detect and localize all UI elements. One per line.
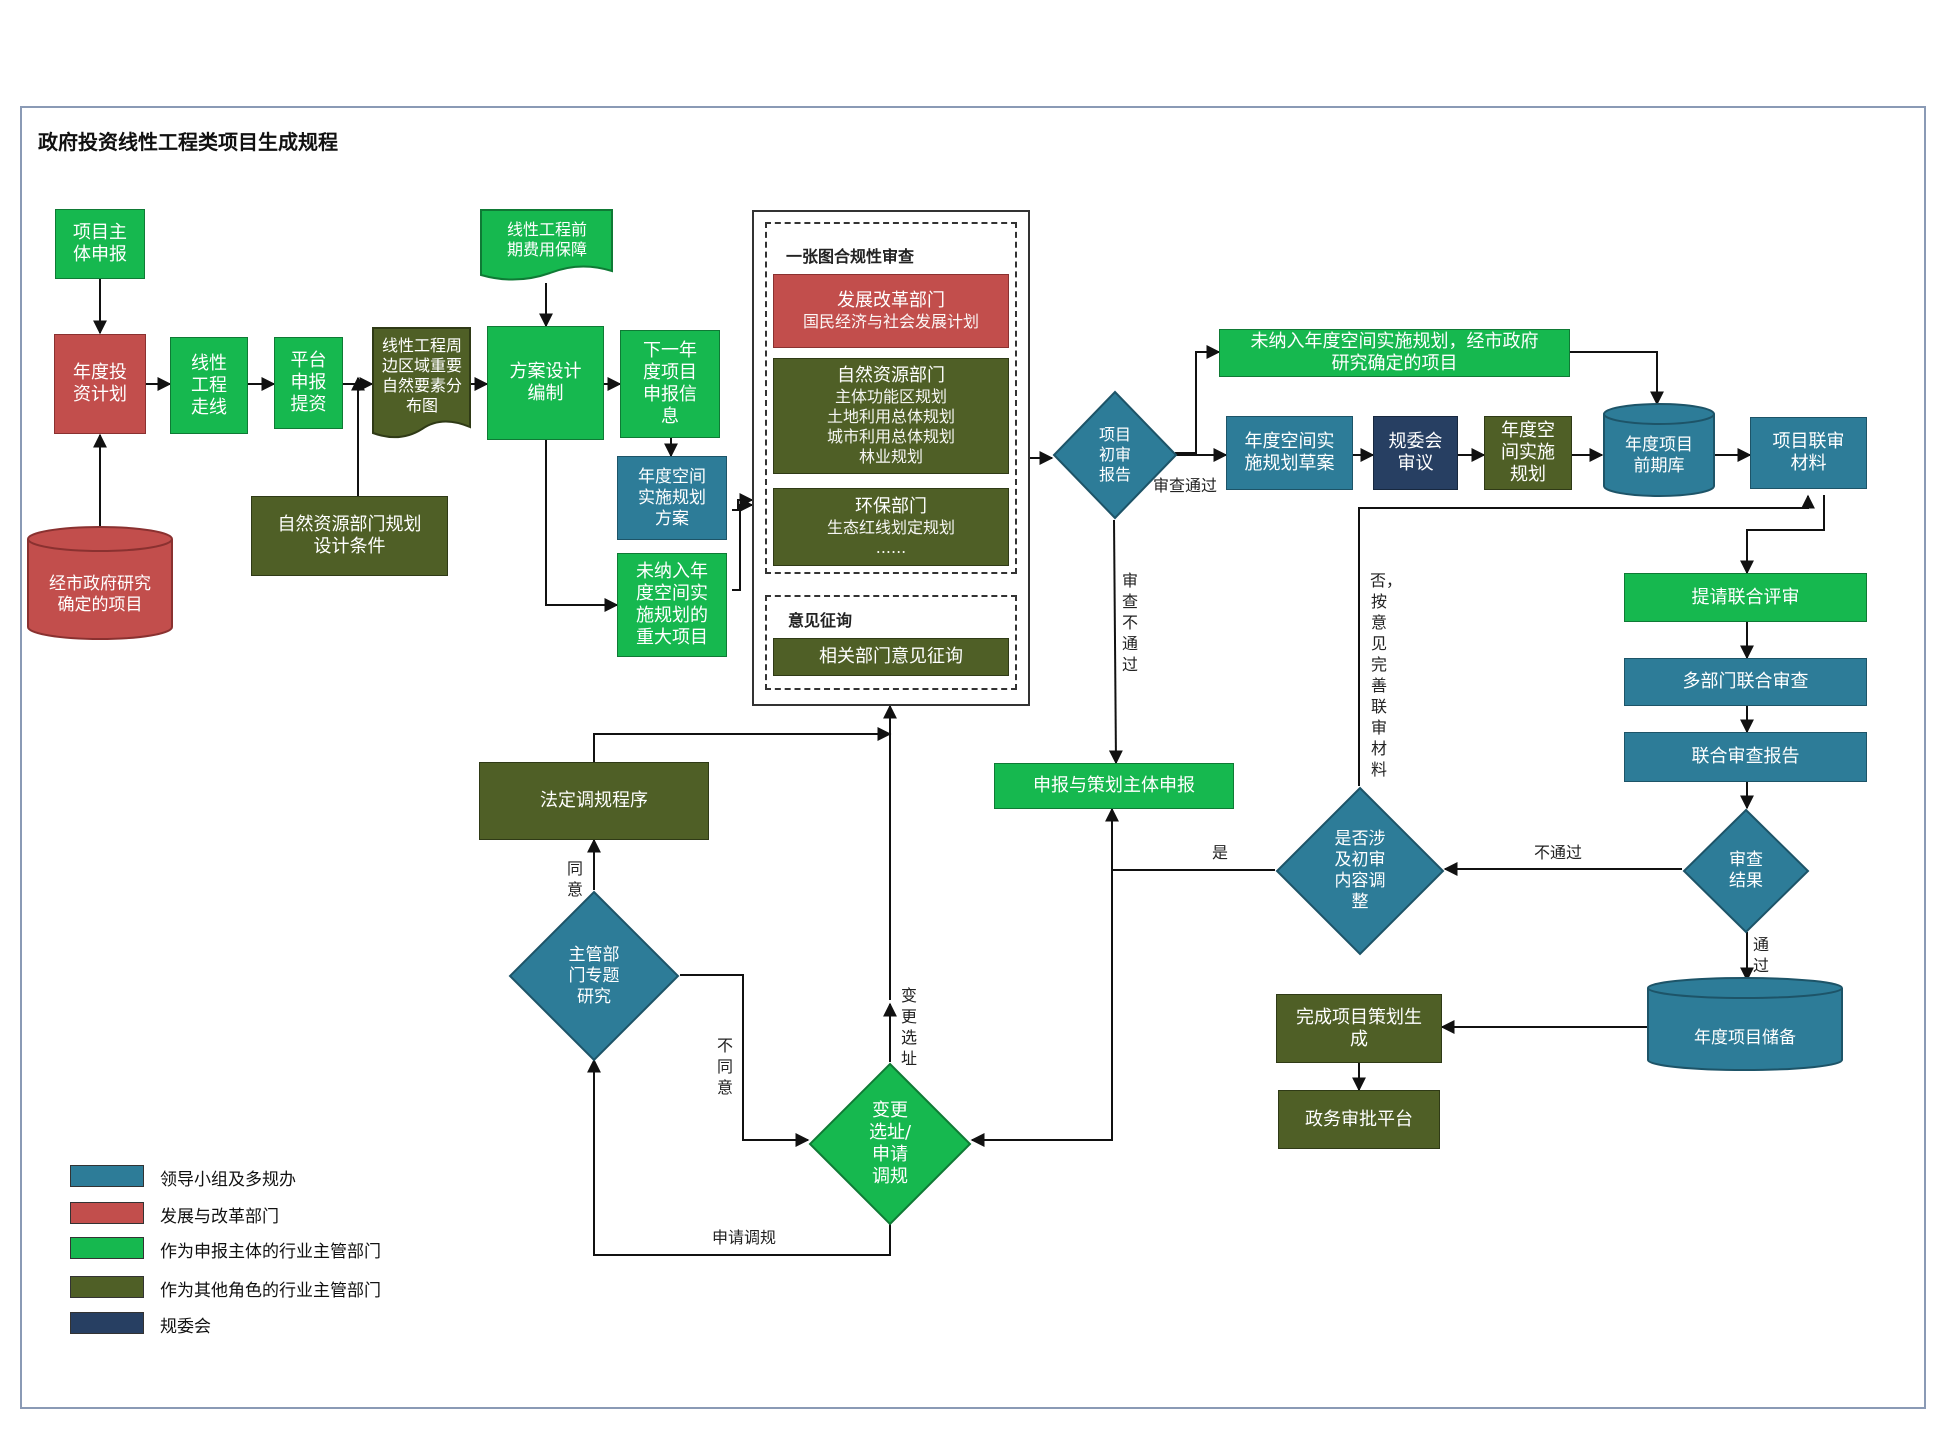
linear-surroundings-label: 线性工程周 边区域重要 自然要素分 布图 (381, 336, 462, 415)
node-annual-space-plan: 年度空 间实施 规划 (1484, 416, 1572, 490)
review-result-label: 审查 结果 (1729, 850, 1763, 891)
env-sub: 生态红线划定规划 ...... (826, 518, 955, 557)
involves-adjust-label: 是否涉 及初审 内容调 整 (1334, 829, 1386, 912)
node-request-joint-review: 提请联合评审 (1624, 573, 1867, 622)
node-dev-reform-dept: 发展改革部门 国民经济与社会发展计划 (773, 274, 1009, 348)
node-scheme-design: 方案设计 编制 (487, 326, 604, 440)
node-annual-space-draft: 年度空间实 施规划草案 (1226, 416, 1353, 490)
legend-swatch-leadership (70, 1165, 144, 1187)
linear-fee-label: 线性工程前 期费用保障 (506, 220, 587, 259)
label-not-pass: 不通过 (1534, 843, 1583, 862)
node-annual-reserve-cylinder (1647, 977, 1843, 1071)
node-natural-resources-conditions: 自然资源部门规划 设计条件 (251, 496, 448, 576)
node-natural-resources-dept: 自然资源部门 主体功能区规划 土地利用总体规划 城市利用总体规划 林业规划 (773, 358, 1009, 474)
node-env-dept: 环保部门 生态红线划定规划 ...... (773, 488, 1009, 566)
legend-swatch-applicant-dept (70, 1237, 144, 1259)
legend-label-leadership: 领导小组及多规办 (160, 1170, 296, 1190)
node-annual-investment-plan: 年度投 资计划 (54, 334, 146, 434)
node-linear-fee-shape (480, 209, 613, 281)
opinion-title: 意见征询 (788, 611, 853, 630)
label-no-revise: 否，按意见完善联审材料 (1370, 571, 1403, 779)
legend-label-applicant-dept: 作为申报主体的行业主管部门 (160, 1242, 381, 1262)
label-change-site: 变更选址 (900, 986, 917, 1068)
node-review-result-diamond (1682, 808, 1810, 934)
node-gov-approval-platform: 政务审批平台 (1278, 1090, 1440, 1149)
node-report-planning-entity: 申报与策划主体申报 (994, 763, 1234, 809)
label-apply-adjust: 申请调规 (712, 1228, 777, 1247)
node-complete-planning: 完成项目策划生 成 (1276, 994, 1442, 1063)
label-review-fail: 审查不通过 (1121, 571, 1138, 674)
node-multi-dept-review: 多部门联合审查 (1624, 658, 1867, 706)
annual-preliminary-db-label: 年度项目 前期库 (1625, 435, 1693, 476)
legend-swatch-planning-committee (70, 1312, 144, 1334)
change-site-label: 变更 选址/ 申请 调规 (868, 1100, 912, 1187)
node-involves-adjust-diamond (1275, 786, 1445, 956)
label-disagree: 不同意 (716, 1036, 733, 1097)
opinion-group (765, 595, 1017, 690)
one-map-review-group (765, 222, 1017, 574)
env-title: 环保部门 (855, 496, 927, 517)
node-linear-route: 线性 工程 走线 (170, 337, 248, 434)
node-city-gov-projects-cylinder (27, 526, 173, 640)
node-related-dept-opinion: 相关部门意见征询 (773, 638, 1009, 676)
node-initial-review-diamond (1052, 390, 1178, 520)
label-agree: 同意 (566, 859, 583, 899)
node-project-entity-report: 项目主 体申报 (55, 209, 145, 279)
node-planning-committee-review: 规委会 审议 (1373, 416, 1458, 490)
legend-label-other-dept: 作为其他角色的行业主管部门 (160, 1281, 381, 1301)
label-yes: 是 (1212, 843, 1229, 862)
legend-label-dev-reform: 发展与改革部门 (160, 1207, 279, 1227)
node-next-year-info: 下一年 度项目 申报信 息 (620, 330, 720, 438)
node-annual-preliminary-db-cylinder (1603, 403, 1715, 497)
node-annual-space-plan-scheme: 年度空间 实施规划 方案 (617, 456, 727, 540)
node-platform-report: 平台 申报 提资 (274, 337, 343, 429)
node-competent-study-diamond (508, 890, 680, 1062)
node-joint-review-material: 项目联审 材料 (1750, 417, 1867, 489)
node-joint-review-report: 联合审查报告 (1624, 732, 1867, 782)
node-legal-procedure: 法定调规程序 (479, 762, 709, 840)
node-change-site-diamond (808, 1062, 972, 1226)
dev-reform-sub: 国民经济与社会发展计划 (802, 312, 979, 331)
legend-swatch-other-dept (70, 1276, 144, 1298)
diagram-frame (20, 106, 1926, 1409)
competent-study-label: 主管部 门专题 研究 (568, 944, 620, 1007)
initial-review-label: 项目 初审 报告 (1098, 425, 1131, 484)
natural-res-sub: 主体功能区规划 土地利用总体规划 城市利用总体规划 林业规划 (826, 387, 955, 466)
city-gov-projects-label: 经市政府研究 确定的项目 (49, 574, 151, 615)
natural-res-title: 自然资源部门 (837, 365, 945, 386)
label-review-pass: 审查通过 (1153, 476, 1218, 495)
legend-label-planning-committee: 规委会 (160, 1317, 211, 1337)
label-pass: 通过 (1752, 935, 1769, 975)
legend-swatch-dev-reform (70, 1202, 144, 1224)
one-map-review-title: 一张图合规性审查 (786, 247, 915, 266)
dev-reform-title: 发展改革部门 (837, 290, 945, 311)
node-major-projects-not-included: 未纳入年 度空间实 施规划的 重大项目 (617, 553, 727, 657)
node-linear-surroundings-shape (372, 327, 471, 439)
annual-reserve-label: 年度项目储备 (1694, 1027, 1796, 1048)
diagram-title: 政府投资线性工程类项目生成规程 (38, 130, 338, 154)
node-not-included-city: 未纳入年度空间实施规划，经市政府 研究确定的项目 (1219, 329, 1570, 377)
